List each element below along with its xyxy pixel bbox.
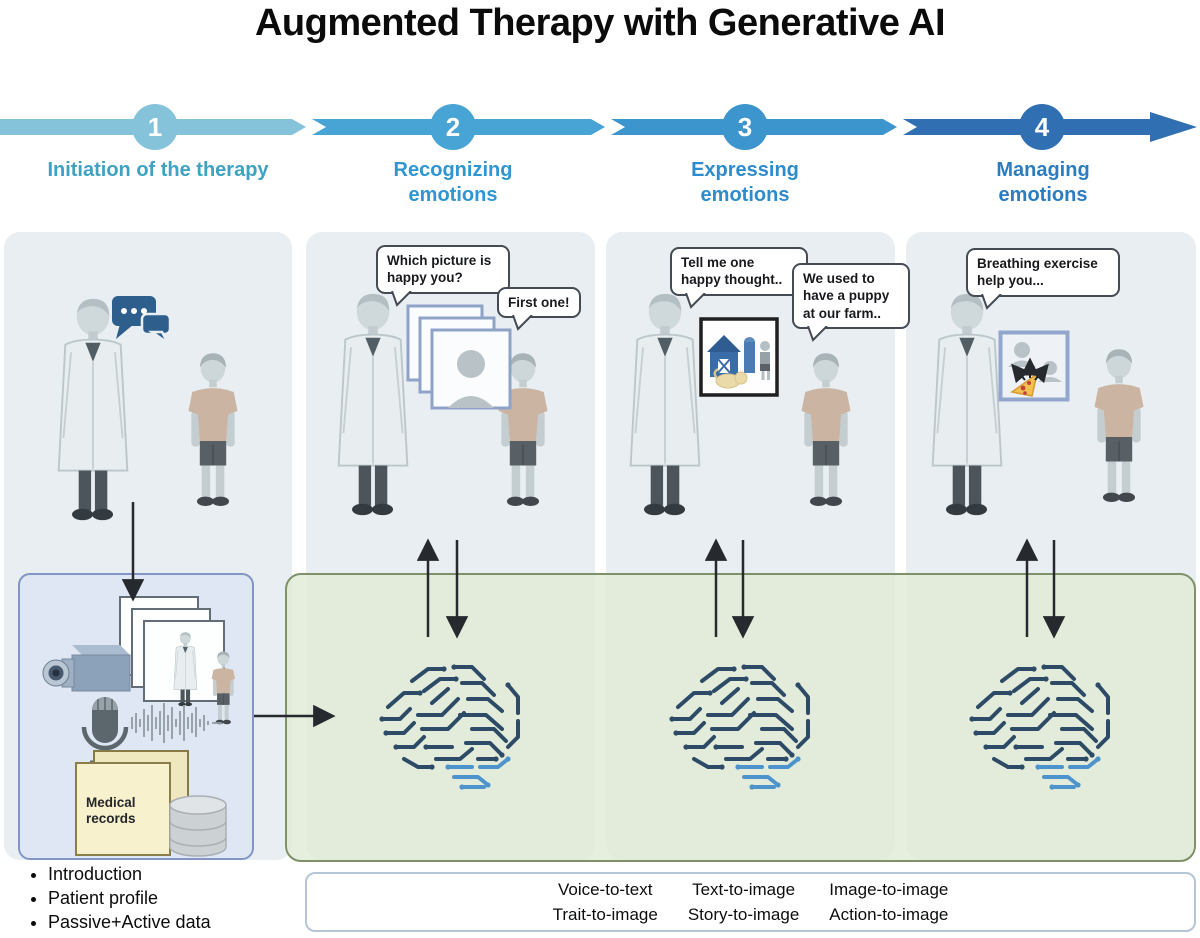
speech-bubble-text: Tell me one happy thought.. (681, 255, 783, 288)
child-figure (800, 352, 852, 507)
picture-cards-icon (406, 304, 512, 410)
bullet-item: Introduction (48, 863, 211, 886)
mode-label: Image-to-image (829, 879, 949, 899)
therapist-figure (337, 292, 409, 517)
speech-bubble-therapist: Which picture is happy you? (376, 245, 510, 307)
ai-brain-icon (967, 662, 1110, 792)
speech-bubble-child: We used to have a puppy at our farm.. (792, 263, 910, 342)
mode-column: Text-to-image Story-to-image (688, 877, 799, 928)
mode-label: Story-to-image (687, 905, 800, 924)
generation-modes-box: Voice-to-text Trait-to-image Text-to-ima… (305, 872, 1196, 932)
farm-image-icon (699, 317, 779, 397)
mode-column: Voice-to-text Trait-to-image (553, 877, 658, 928)
step-label-2: Recognizing emotions (393, 159, 513, 206)
child-figure (187, 352, 239, 507)
child-figure (1093, 348, 1145, 503)
ai-brain-icon (667, 662, 810, 792)
speech-bubble-text: Breathing exercise help you... (977, 256, 1098, 289)
medical-records-icon (75, 750, 189, 856)
step-circle-3: 3 (722, 104, 768, 150)
speech-bubble-child: First one! (497, 287, 581, 332)
speech-bubble-therapist: Tell me one happy thought.. (670, 247, 808, 309)
pizza-image-icon (998, 330, 1070, 402)
step-label-1: Initiation of the therapy (47, 159, 269, 181)
therapist-figure (931, 292, 1003, 517)
medical-records-label: Medical records (86, 795, 136, 827)
speech-tail (685, 292, 706, 309)
step-label-4: Managing emotions (996, 159, 1090, 206)
bullet-item: Patient profile (48, 887, 211, 910)
timeline-band (0, 112, 1197, 142)
video-camera-icon (42, 645, 131, 692)
step-circle-2: 2 (430, 104, 476, 150)
speech-tail (807, 325, 828, 342)
speech-bubble-text: Which picture is happy you? (387, 253, 492, 286)
waveform-icon (131, 703, 222, 743)
mode-label: Action-to-image (829, 905, 949, 924)
mode-column: Image-to-image Action-to-image (829, 877, 948, 928)
speech-tail (391, 290, 412, 307)
speech-tail (981, 293, 1002, 310)
step-circle-4: 4 (1019, 104, 1065, 150)
speech-bubble-text: We used to have a puppy at our farm.. (803, 271, 890, 321)
session-frames-icon (119, 596, 225, 702)
ai-brain-icon (377, 662, 520, 792)
step-label-3: Expressing emotions (691, 159, 799, 206)
database-icon (169, 795, 227, 857)
therapist-figure (629, 292, 701, 517)
mode-label: Text-to-image (692, 879, 796, 899)
step-circle-1: 1 (132, 104, 178, 150)
speech-bubble-text: First one! (508, 295, 570, 310)
mode-label: Trait-to-image (552, 905, 658, 924)
initiation-bullet-list: Introduction Patient profile Passive+Act… (26, 862, 211, 935)
speech-tail (512, 315, 533, 332)
bullet-item: Passive+Active data (48, 911, 211, 934)
chat-bubbles-icon (112, 296, 172, 344)
page-title: Augmented Therapy with Generative AI (254, 2, 946, 44)
mode-label: Voice-to-text (557, 879, 653, 899)
speech-bubble-therapist: Breathing exercise help you... (966, 248, 1120, 310)
data-collection-icons (42, 596, 252, 857)
